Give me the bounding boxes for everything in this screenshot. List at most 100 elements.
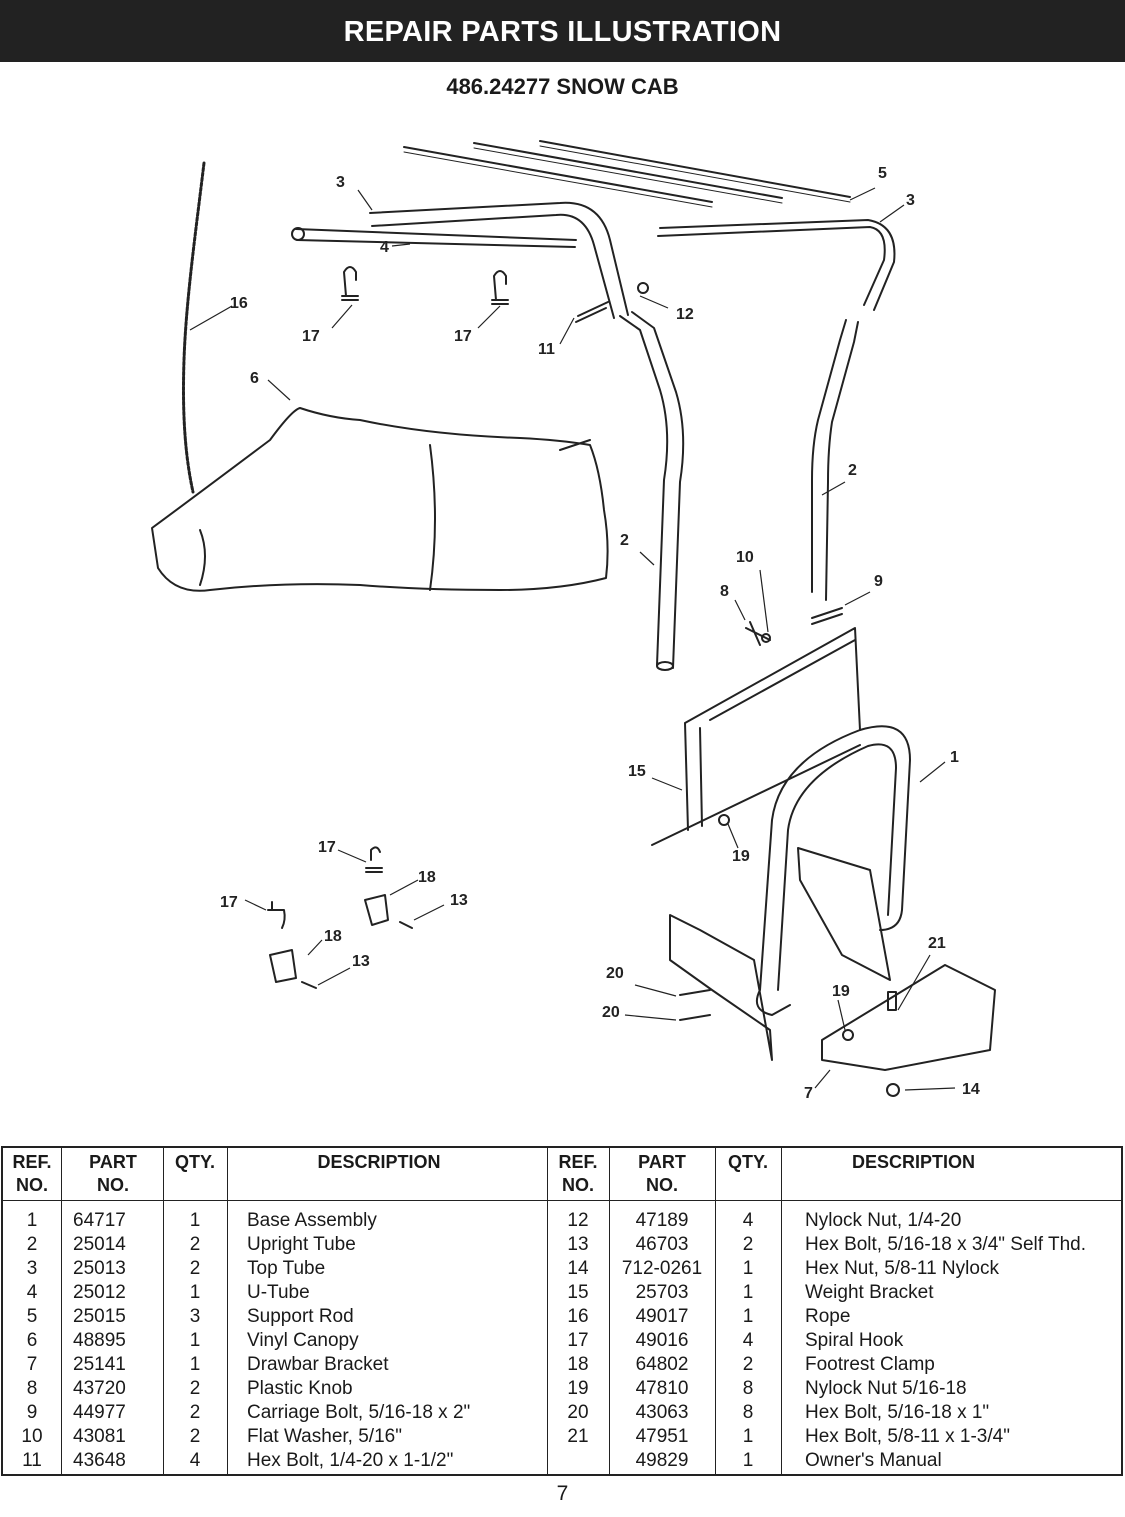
callout-20b: 20 xyxy=(602,1004,620,1021)
qty-cell: 1 xyxy=(189,1210,201,1231)
part-no-cell: 47189 xyxy=(635,1210,689,1231)
ref-no-cell: 14 xyxy=(567,1258,589,1279)
header-description-right: DESCRIPTION xyxy=(851,1152,975,1172)
qty-cell: 4 xyxy=(742,1330,754,1351)
part-no-cell: 49829 xyxy=(635,1450,689,1471)
header-qty-right: QTY. xyxy=(727,1152,768,1172)
qty-cell: 8 xyxy=(742,1402,754,1423)
callout-18a: 18 xyxy=(418,869,436,886)
description-cell: Nylock Nut, 1/4-20 xyxy=(805,1210,962,1231)
header-ref-no-left: REF.NO. xyxy=(12,1152,52,1195)
part-no-cell: 49016 xyxy=(635,1330,689,1351)
model-subtitle: 486.24277 SNOW CAB xyxy=(446,74,679,99)
description-cell: Flat Washer, 5/16" xyxy=(247,1426,402,1447)
vinyl-canopy-drawing xyxy=(151,407,609,592)
ref-no-cell: 6 xyxy=(26,1330,38,1351)
ref-no-cell: 21 xyxy=(567,1426,589,1447)
callout-14: 14 xyxy=(962,1081,980,1098)
part-no-cell: 712-0261 xyxy=(621,1258,703,1279)
part-no-cell: 48895 xyxy=(73,1330,126,1351)
callout-4: 4 xyxy=(380,239,389,256)
ref-no-cell: 1 xyxy=(26,1210,38,1231)
base-assembly-drawing xyxy=(651,725,911,1016)
qty-cell: 3 xyxy=(189,1306,201,1327)
description-cell: Carriage Bolt, 5/16-18 x 2" xyxy=(247,1402,471,1423)
qty-cell: 1 xyxy=(742,1426,754,1447)
qty-cell: 4 xyxy=(742,1210,754,1231)
ref-no-cell: 7 xyxy=(26,1354,38,1375)
qty-cell: 1 xyxy=(189,1282,201,1303)
ref-no-cell: 19 xyxy=(567,1378,589,1399)
ref-no-cell: 20 xyxy=(567,1402,589,1423)
qty-cell: 4 xyxy=(189,1450,201,1471)
ref-no-cell: 4 xyxy=(26,1282,38,1303)
header-qty-left: QTY. xyxy=(174,1152,215,1172)
side-plate-drawing xyxy=(669,914,773,1061)
part-no-cell: 25141 xyxy=(73,1354,126,1375)
callout-3b: 3 xyxy=(906,192,915,209)
drawbar-bracket-drawing xyxy=(821,964,996,1071)
top-tube-right-drawing xyxy=(657,219,896,311)
callout-2a: 2 xyxy=(848,462,857,479)
ref-no-cell: 15 xyxy=(567,1282,589,1303)
callout-15: 15 xyxy=(628,763,646,780)
ref-no-cell: 16 xyxy=(567,1306,589,1327)
part-no-cell: 43081 xyxy=(73,1426,126,1447)
u-tube-drawing xyxy=(295,228,577,248)
part-no-cell: 25013 xyxy=(73,1258,126,1279)
ref-no-cell: 2 xyxy=(26,1234,38,1255)
callout-17d: 17 xyxy=(220,894,238,911)
part-no-cell: 43063 xyxy=(635,1402,689,1423)
description-cell: Hex Nut, 5/8-11 Nylock xyxy=(805,1258,999,1279)
part-no-cell: 25014 xyxy=(73,1234,126,1255)
qty-cell: 1 xyxy=(742,1258,754,1279)
ref-no-cell: 3 xyxy=(26,1258,38,1279)
ref-no-cell: 18 xyxy=(567,1354,589,1375)
callout-17b: 17 xyxy=(454,328,472,345)
description-cell: Owner's Manual xyxy=(805,1450,942,1471)
qty-cell: 1 xyxy=(742,1282,754,1303)
page-header: REPAIR PARTS ILLUSTRATION xyxy=(0,0,1125,62)
callout-11: 11 xyxy=(538,341,555,358)
callout-2b: 2 xyxy=(620,532,629,549)
callout-6: 6 xyxy=(250,370,259,387)
page-number: 7 xyxy=(556,1482,569,1505)
description-cell: Upright Tube xyxy=(247,1234,356,1255)
description-cell: Support Rod xyxy=(247,1306,354,1327)
page-title: REPAIR PARTS ILLUSTRATION xyxy=(343,16,782,48)
qty-cell: 2 xyxy=(189,1426,201,1447)
part-no-cell: 25703 xyxy=(635,1282,689,1303)
upright-tube-right-drawing xyxy=(811,319,859,601)
callout-19a: 19 xyxy=(732,848,750,865)
part-no-cell: 46703 xyxy=(635,1234,689,1255)
ref-no-cell: 5 xyxy=(26,1306,38,1327)
top-tube-left-drawing xyxy=(369,201,629,319)
part-no-cell: 44977 xyxy=(73,1402,126,1423)
callout-12: 12 xyxy=(676,306,694,323)
rope-drawing xyxy=(181,161,206,494)
ref-no-cell: 13 xyxy=(567,1234,589,1255)
callout-21: 21 xyxy=(928,935,946,952)
description-cell: Vinyl Canopy xyxy=(247,1330,359,1351)
ref-no-cell: 8 xyxy=(26,1378,38,1399)
description-cell: Footrest Clamp xyxy=(805,1354,935,1375)
footrest-clamp-drawing xyxy=(269,894,389,983)
header-ref-no-right: REF.NO. xyxy=(558,1152,598,1195)
ref-no-cell: 10 xyxy=(21,1426,43,1447)
description-cell: Hex Bolt, 5/8-11 x 1-3/4" xyxy=(805,1426,1010,1447)
exploded-parts-diagram: 1 2 2 3 3 4 5 6 7 8 9 10 11 12 13 13 14 … xyxy=(151,140,996,1102)
description-cell: U-Tube xyxy=(247,1282,310,1303)
callout-8: 8 xyxy=(720,583,729,600)
callout-17a: 17 xyxy=(302,328,320,345)
part-no-cell: 25012 xyxy=(73,1282,126,1303)
